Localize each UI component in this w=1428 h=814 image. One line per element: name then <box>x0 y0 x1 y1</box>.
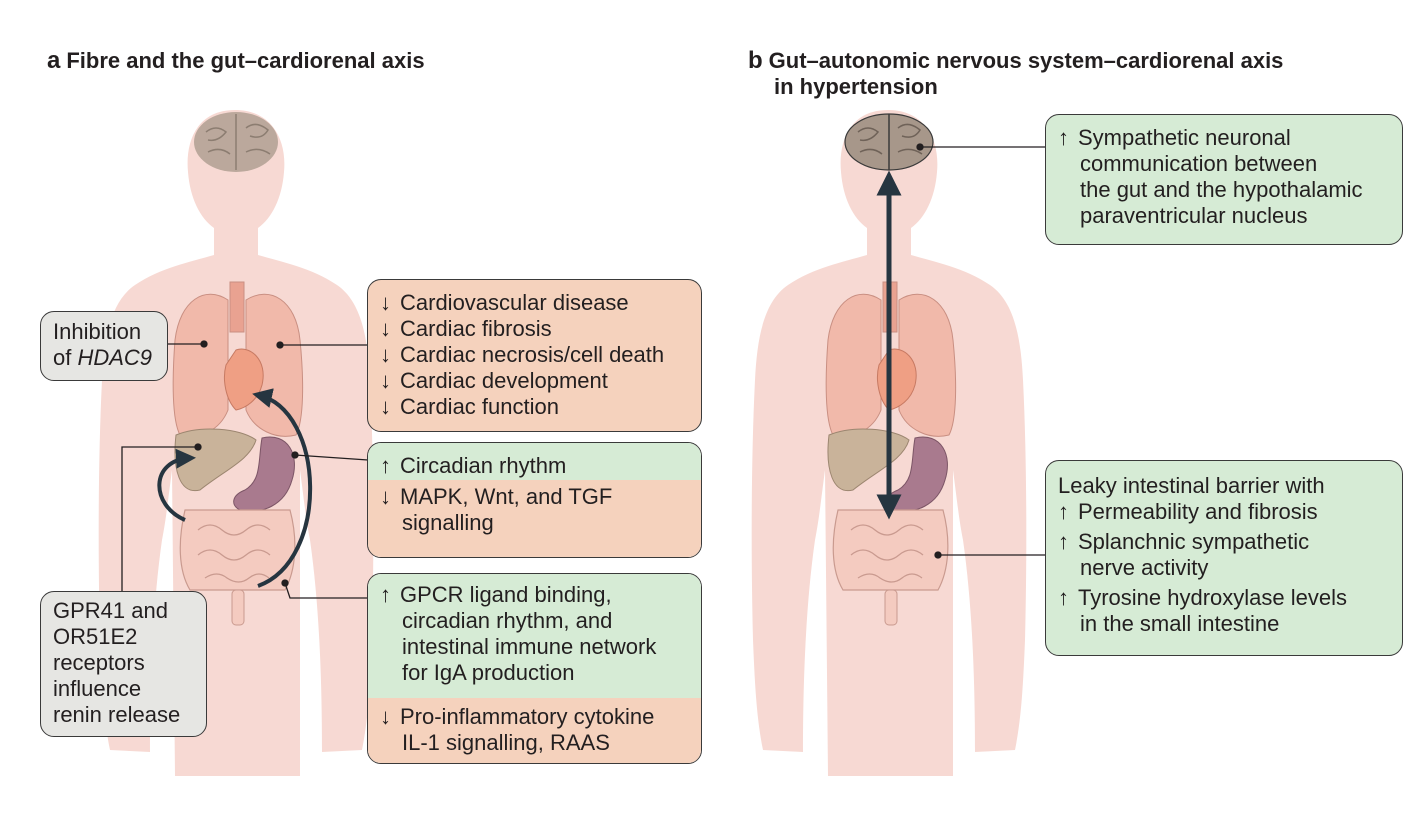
gpcr-line2: circadian rhythm, and <box>402 608 613 633</box>
down-arrow: ↓ <box>380 394 391 419</box>
circadian-up-segment: ↑ Circadian rhythm <box>368 443 701 480</box>
signalling-text: MAPK, Wnt, and TGF <box>400 484 613 509</box>
hdac9-inhibition-box: Inhibition of HDAC9 <box>40 311 168 381</box>
gpcr-immune-box: ↑ GPCR ligand binding, circadian rhythm, … <box>367 573 702 764</box>
brain-a <box>194 112 278 172</box>
cardiac-effects-box: ↓ Cardiovascular disease ↓ Cardiac fibrosi… <box>367 279 702 432</box>
leaky-item: ↑ Splanchnic sympathetic <box>1058 529 1392 555</box>
circadian-line: ↑ Circadian rhythm <box>380 453 691 479</box>
cardio-item: ↓ Cardiac function <box>380 394 691 420</box>
down-arrow: ↓ <box>380 704 391 729</box>
down-arrow: ↓ <box>380 484 391 509</box>
panel-a-letter: a <box>47 47 61 74</box>
intestines-b <box>832 509 949 626</box>
sympathetic-text: Sympathetic neuronal <box>1078 125 1291 150</box>
cardio-item: ↓ Cardiovascular disease <box>380 290 691 316</box>
gut-kidney-arrow-a <box>157 448 196 522</box>
hdac9-gene: HDAC9 <box>77 345 153 370</box>
leaky-barrier-box: Leaky intestinal barrier with ↑ Permeabil… <box>1045 460 1403 656</box>
signalling-line1: ↓ MAPK, Wnt, and TGF <box>380 484 691 510</box>
gpcr-up-segment: ↑ GPCR ligand binding, circadian rhythm, … <box>368 574 701 698</box>
sympathetic-communication-box: ↑ Sympathetic neuronal communication betw… <box>1045 114 1403 245</box>
down-arrow: ↓ <box>380 316 391 341</box>
leaky-item: ↑ Tyrosine hydroxylase levels <box>1058 585 1392 611</box>
sympathetic-line2: communication between <box>1080 151 1318 176</box>
gpcr-line3: intestinal immune network <box>402 634 657 659</box>
up-arrow: ↑ <box>1058 499 1069 524</box>
cytokine-down-segment: ↓ Pro-inflammatory cytokine IL-1 signalli… <box>368 698 701 763</box>
cytokine-line1: ↓ Pro-inflammatory cytokine <box>380 704 691 730</box>
cardio-text: Cardiac development <box>400 368 608 393</box>
sympathetic-line4: paraventricular nucleus <box>1080 203 1308 228</box>
receptor-line: renin release <box>53 702 181 727</box>
cardio-text: Cardiac function <box>400 394 559 419</box>
leaky-item-text: Tyrosine hydroxylase levels <box>1078 585 1348 610</box>
gpcr-line1: ↑ GPCR ligand binding, <box>380 582 691 608</box>
receptor-line: receptors <box>53 650 145 675</box>
receptor-renin-box: GPR41 and OR51E2 receptors influence ren… <box>40 591 207 737</box>
cardio-item: ↓ Cardiac development <box>380 368 691 394</box>
gpcr-line4: for IgA production <box>402 660 575 685</box>
receptor-line: OR51E2 <box>53 624 138 649</box>
leaky-item: ↑ Permeability and fibrosis <box>1058 499 1392 525</box>
brain-b <box>844 113 934 171</box>
hdac-line2: of HDAC9 <box>53 345 157 371</box>
up-arrow: ↑ <box>380 582 391 607</box>
leaky-item-line2: nerve activity <box>1080 555 1209 580</box>
hdac-line1: Inhibition <box>53 319 142 344</box>
leaky-item-text: Splanchnic sympathetic <box>1078 529 1310 554</box>
down-arrow: ↓ <box>380 342 391 367</box>
up-arrow: ↑ <box>1058 125 1069 150</box>
leaky-item-line2: in the small intestine <box>1080 611 1280 636</box>
up-arrow: ↑ <box>380 453 391 478</box>
signalling-down-segment: ↓ MAPK, Wnt, and TGF signalling <box>368 480 701 557</box>
cardio-text: Cardiac fibrosis <box>400 316 552 341</box>
leaky-item-text: Permeability and fibrosis <box>1078 499 1318 524</box>
intestines-a <box>179 509 296 626</box>
gut-heart-arrow-a <box>252 388 313 588</box>
cardio-item: ↓ Cardiac fibrosis <box>380 316 691 342</box>
leaky-header: Leaky intestinal barrier with <box>1058 473 1325 498</box>
panel-a-title-text: Fibre and the gut–cardiorenal axis <box>66 48 425 73</box>
sympathetic-line1: ↑ Sympathetic neuronal <box>1058 125 1392 151</box>
liver-a <box>174 428 257 492</box>
circadian-text: Circadian rhythm <box>400 453 567 478</box>
sympathetic-line3: the gut and the hypothalamic <box>1080 177 1363 202</box>
receptor-line: influence <box>53 676 142 701</box>
cytokine-text: Pro-inflammatory cytokine <box>400 704 655 729</box>
up-arrow: ↑ <box>1058 585 1069 610</box>
panel-b-title-line2: in hypertension <box>774 74 938 99</box>
cytokine-line2: IL-1 signalling, RAAS <box>402 730 610 755</box>
signalling-line2: signalling <box>402 510 494 535</box>
cardio-text: Cardiac necrosis/cell death <box>400 342 665 367</box>
panel-b-title-line1: Gut–autonomic nervous system–cardiorenal… <box>768 48 1284 73</box>
receptor-line: GPR41 and <box>53 598 168 623</box>
cardio-text: Cardiovascular disease <box>400 290 629 315</box>
down-arrow: ↓ <box>380 368 391 393</box>
leader-lines-a <box>121 340 369 599</box>
down-arrow: ↓ <box>380 290 391 315</box>
gpcr-text: GPCR ligand binding, <box>400 582 612 607</box>
panel-b-letter: b <box>748 47 763 74</box>
up-arrow: ↑ <box>1058 529 1069 554</box>
leader-lines-b <box>916 143 1046 559</box>
hdac-prefix: of <box>53 345 78 370</box>
cardio-item: ↓ Cardiac necrosis/cell death <box>380 342 691 368</box>
circadian-signalling-box: ↑ Circadian rhythm ↓ MAPK, Wnt, and TGF si… <box>367 442 702 558</box>
